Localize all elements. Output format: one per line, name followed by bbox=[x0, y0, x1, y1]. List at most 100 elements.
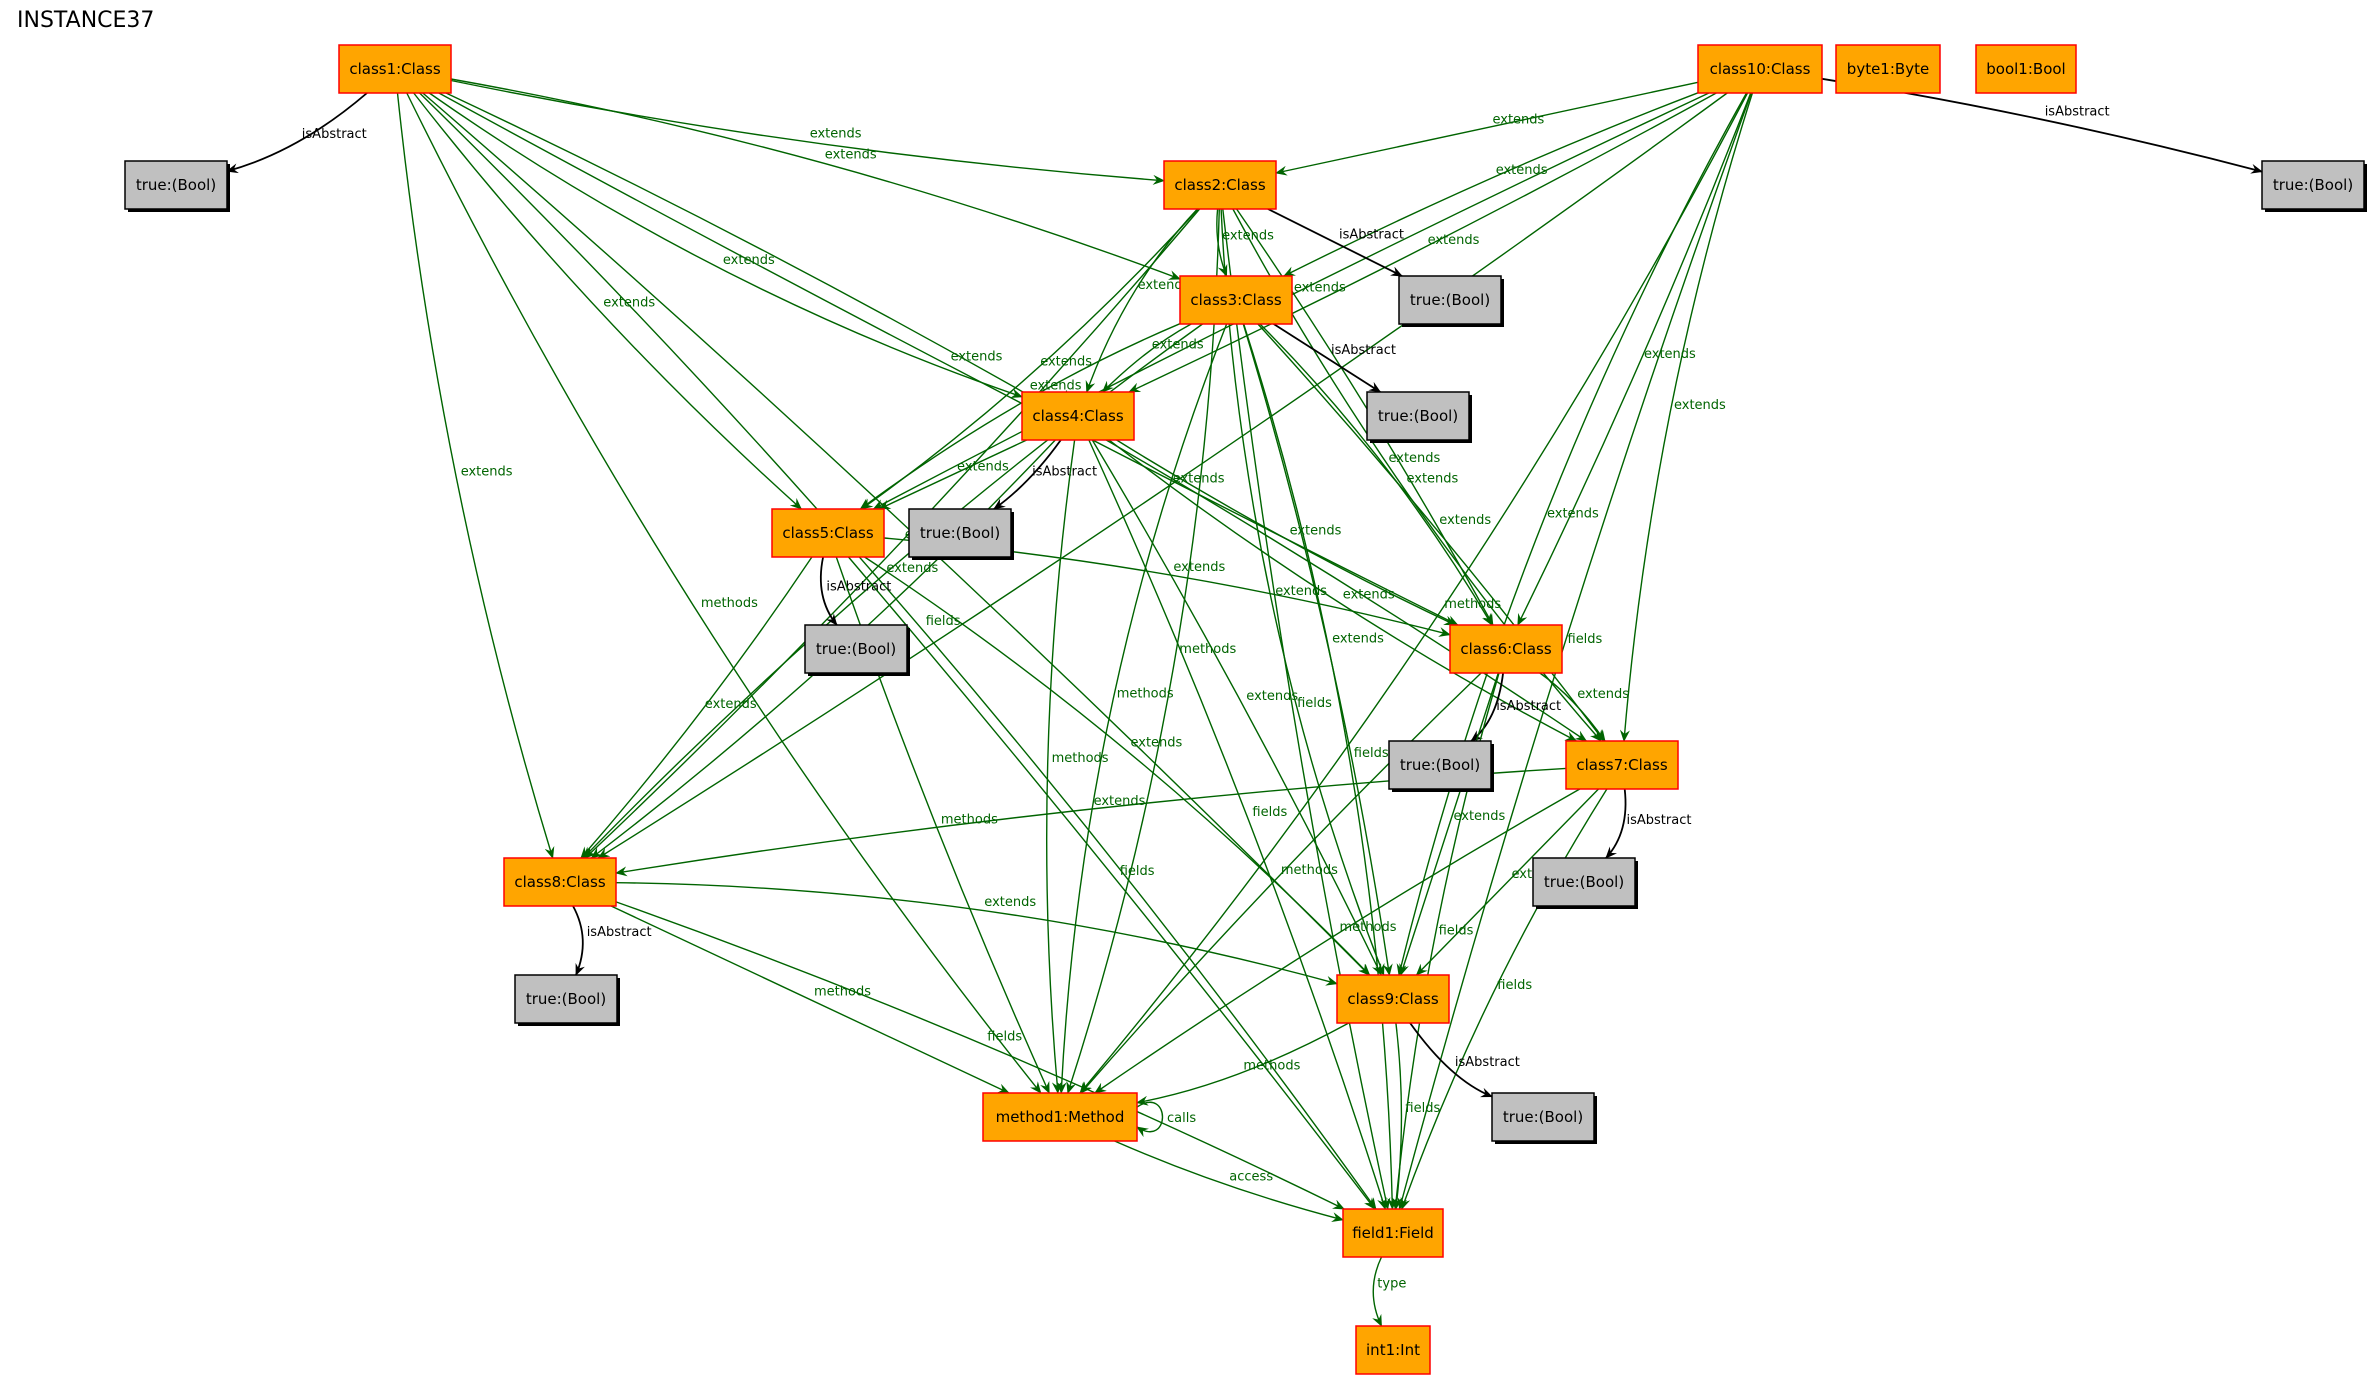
node-label: class6:Class bbox=[1460, 640, 1551, 658]
node-class7[interactable]: class7:Class bbox=[1565, 740, 1679, 790]
node-box bbox=[804, 624, 908, 674]
node-label: true:(Bool) bbox=[1544, 873, 1624, 891]
edge-line bbox=[1397, 92, 1752, 1210]
edge-label: extends bbox=[1389, 451, 1441, 466]
edge-class2-method1: methods bbox=[1066, 208, 1237, 1094]
node-t9[interactable]: true:(Bool) bbox=[1491, 1092, 1597, 1144]
edge-line bbox=[1056, 323, 1228, 1094]
node-box bbox=[771, 508, 885, 558]
node-bool1[interactable]: bool1:Bool bbox=[1975, 44, 2077, 94]
edge-label: isAbstract bbox=[302, 127, 367, 142]
node-label: true:(Bool) bbox=[1400, 756, 1480, 774]
edge-line bbox=[584, 208, 1201, 859]
node-t1[interactable]: true:(Bool) bbox=[124, 160, 230, 212]
edge-label: extends bbox=[1493, 112, 1545, 127]
edge-label: extends bbox=[825, 148, 877, 163]
edge-label: isAbstract bbox=[826, 579, 891, 594]
node-class10[interactable]: class10:Class bbox=[1697, 44, 1823, 94]
node-int1[interactable]: int1:Int bbox=[1355, 1325, 1431, 1375]
node-label: true:(Bool) bbox=[816, 640, 896, 658]
edge-label: isAbstract bbox=[1627, 813, 1692, 828]
edge-class4-class9: extends bbox=[1091, 439, 1382, 976]
edge-class7-t7: isAbstract bbox=[1605, 788, 1692, 859]
edge-class1-class8: extends bbox=[396, 92, 555, 859]
edge-class8-class9: extends bbox=[615, 882, 1338, 986]
edge-label: methods bbox=[814, 985, 871, 1000]
edge-class10-class9: extends bbox=[1396, 92, 1748, 976]
edge-class4-class6: extends bbox=[1116, 439, 1457, 626]
edge-line bbox=[419, 92, 1377, 1210]
edge-class4-t4: isAbstract bbox=[993, 439, 1097, 510]
node-t5[interactable]: true:(Bool) bbox=[804, 624, 910, 676]
node-t3[interactable]: true:(Bool) bbox=[1366, 391, 1472, 443]
edge-line bbox=[1396, 92, 1748, 976]
node-t4[interactable]: true:(Bool) bbox=[908, 508, 1014, 560]
node-box bbox=[1021, 391, 1135, 441]
node-t7[interactable]: true:(Bool) bbox=[1532, 857, 1638, 909]
edge-label: extends bbox=[1428, 233, 1480, 248]
edge-method1-method1: calls bbox=[1136, 1101, 1196, 1138]
node-class6[interactable]: class6:Class bbox=[1449, 624, 1563, 674]
edge-line bbox=[428, 92, 1023, 398]
edge-label: extends bbox=[1290, 524, 1342, 539]
edge-class3-class4: extends bbox=[1101, 323, 1204, 393]
edge-label: access bbox=[1229, 1169, 1273, 1184]
edge-line bbox=[406, 92, 1042, 1094]
edge-line bbox=[1116, 439, 1457, 626]
node-t10[interactable]: true:(Bool) bbox=[2261, 160, 2367, 212]
node-t6[interactable]: true:(Bool) bbox=[1388, 740, 1494, 792]
node-t2[interactable]: true:(Bool) bbox=[1398, 275, 1504, 327]
edge-line bbox=[1114, 1140, 1344, 1222]
edge-line bbox=[615, 882, 1338, 986]
edge-class4-class7: extends bbox=[1108, 439, 1578, 742]
edge-label: extends bbox=[1138, 278, 1190, 293]
edge-label: fields bbox=[1568, 632, 1603, 647]
node-box bbox=[1388, 740, 1492, 790]
edge-label: isAbstract bbox=[1331, 343, 1396, 358]
node-class8[interactable]: class8:Class bbox=[503, 857, 617, 907]
node-label: bool1:Bool bbox=[1986, 60, 2065, 78]
node-label: true:(Bool) bbox=[1378, 407, 1458, 425]
node-class3[interactable]: class3:Class bbox=[1179, 275, 1293, 325]
edge-line bbox=[1257, 323, 1605, 742]
node-class1[interactable]: class1:Class bbox=[338, 44, 452, 94]
edge-class4-method1: methods bbox=[1045, 439, 1109, 1094]
edge-label: methods bbox=[1052, 751, 1109, 766]
edge-line bbox=[878, 439, 1027, 510]
node-class5[interactable]: class5:Class bbox=[771, 508, 885, 558]
node-box bbox=[124, 160, 228, 210]
edge-line bbox=[1088, 439, 1387, 1210]
edge-line bbox=[859, 323, 1181, 510]
node-class9[interactable]: class9:Class bbox=[1336, 974, 1450, 1024]
edge-line bbox=[226, 92, 368, 174]
edge-label: isAbstract bbox=[1455, 1055, 1520, 1070]
edge-line bbox=[422, 92, 1370, 976]
edge-line bbox=[1091, 439, 1382, 976]
node-box bbox=[338, 44, 452, 94]
node-field1[interactable]: field1:Field bbox=[1342, 1208, 1444, 1258]
edge-line bbox=[1392, 1022, 1403, 1210]
node-method1[interactable]: method1:Method bbox=[982, 1092, 1138, 1142]
edge-line bbox=[1400, 788, 1608, 1210]
edge-line bbox=[1243, 323, 1398, 1210]
node-t8[interactable]: true:(Bool) bbox=[514, 974, 620, 1026]
edge-class9-method1: methods bbox=[1136, 1022, 1350, 1106]
node-class4[interactable]: class4:Class bbox=[1021, 391, 1135, 441]
edge-line bbox=[847, 556, 1376, 1210]
edge-label: type bbox=[1377, 1277, 1406, 1292]
edge-label: extends bbox=[951, 349, 1003, 364]
node-box bbox=[908, 508, 1012, 558]
edge-label: extends bbox=[1332, 632, 1384, 647]
edge-line bbox=[1045, 439, 1076, 1094]
node-class2[interactable]: class2:Class bbox=[1163, 160, 1277, 210]
edge-class5-class8: extends bbox=[580, 556, 813, 859]
node-byte1[interactable]: byte1:Byte bbox=[1835, 44, 1941, 94]
node-box bbox=[1366, 391, 1470, 441]
node-label: true:(Bool) bbox=[920, 524, 1000, 542]
edge-line bbox=[1222, 208, 1391, 1210]
edge-class2-t2: isAbstract bbox=[1267, 208, 1404, 277]
edge-label: extends bbox=[886, 561, 938, 576]
edge-line bbox=[1372, 1256, 1383, 1327]
edge-class4-field1: fields bbox=[1088, 439, 1387, 1210]
